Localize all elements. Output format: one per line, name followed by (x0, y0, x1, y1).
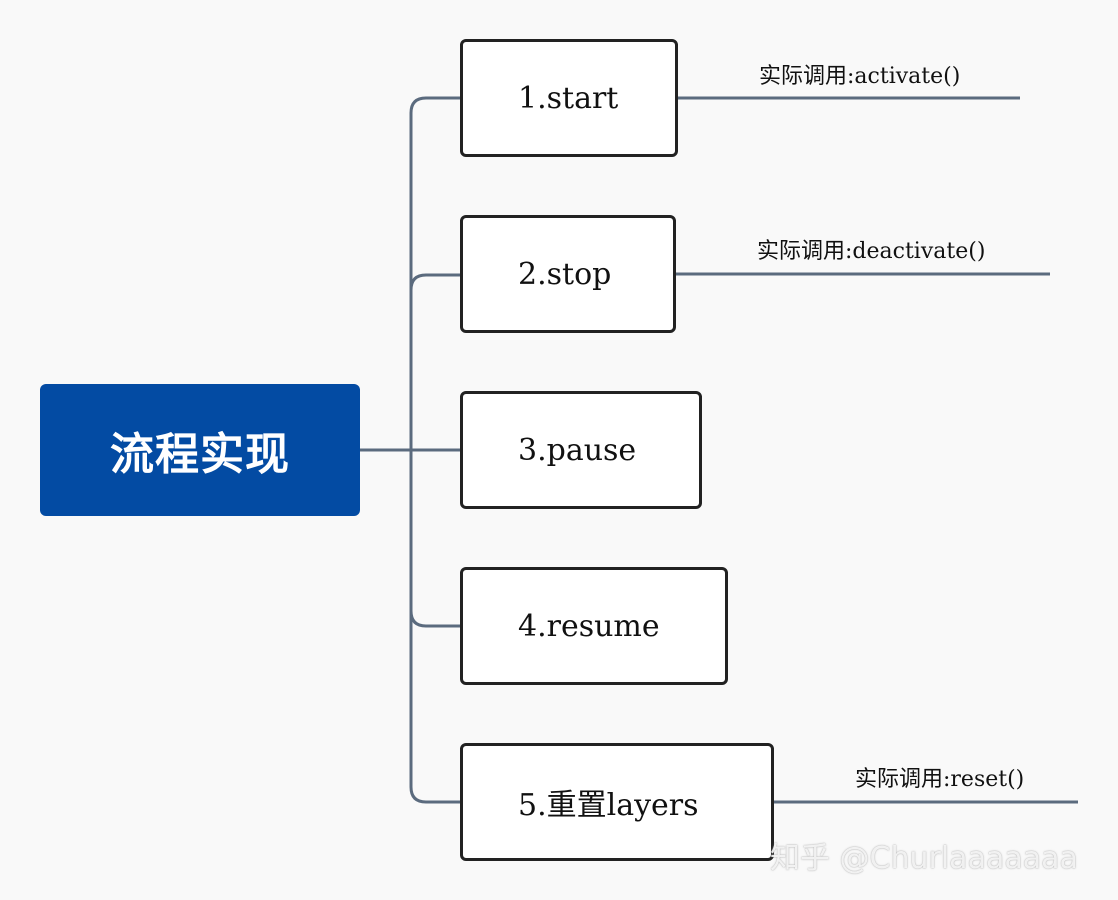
note-stop-call: 实际调用:deactivate() (757, 239, 986, 264)
note-start-call: 实际调用:activate() (759, 64, 961, 89)
note-reset-call: 实际调用:reset() (855, 767, 1025, 792)
topic-node-stop: 2.stop (460, 215, 676, 333)
topic-node-pause: 3.pause (460, 391, 702, 509)
topic-node-reset-layers: 5.重置layers (460, 743, 774, 861)
topic-node-resume: 4.resume (460, 567, 728, 685)
topic-node-start: 1.start (460, 39, 678, 157)
connector-trunk-to-node-1 (409, 96, 460, 450)
connector-trunk-to-node-4 (409, 450, 460, 628)
connector-trunk-to-node-2 (409, 273, 460, 291)
connector-trunk-to-node-5 (409, 450, 460, 804)
root-topic: 流程实现 (40, 384, 360, 516)
watermark: 知乎 @Churlaaaaaaa (770, 841, 1078, 876)
